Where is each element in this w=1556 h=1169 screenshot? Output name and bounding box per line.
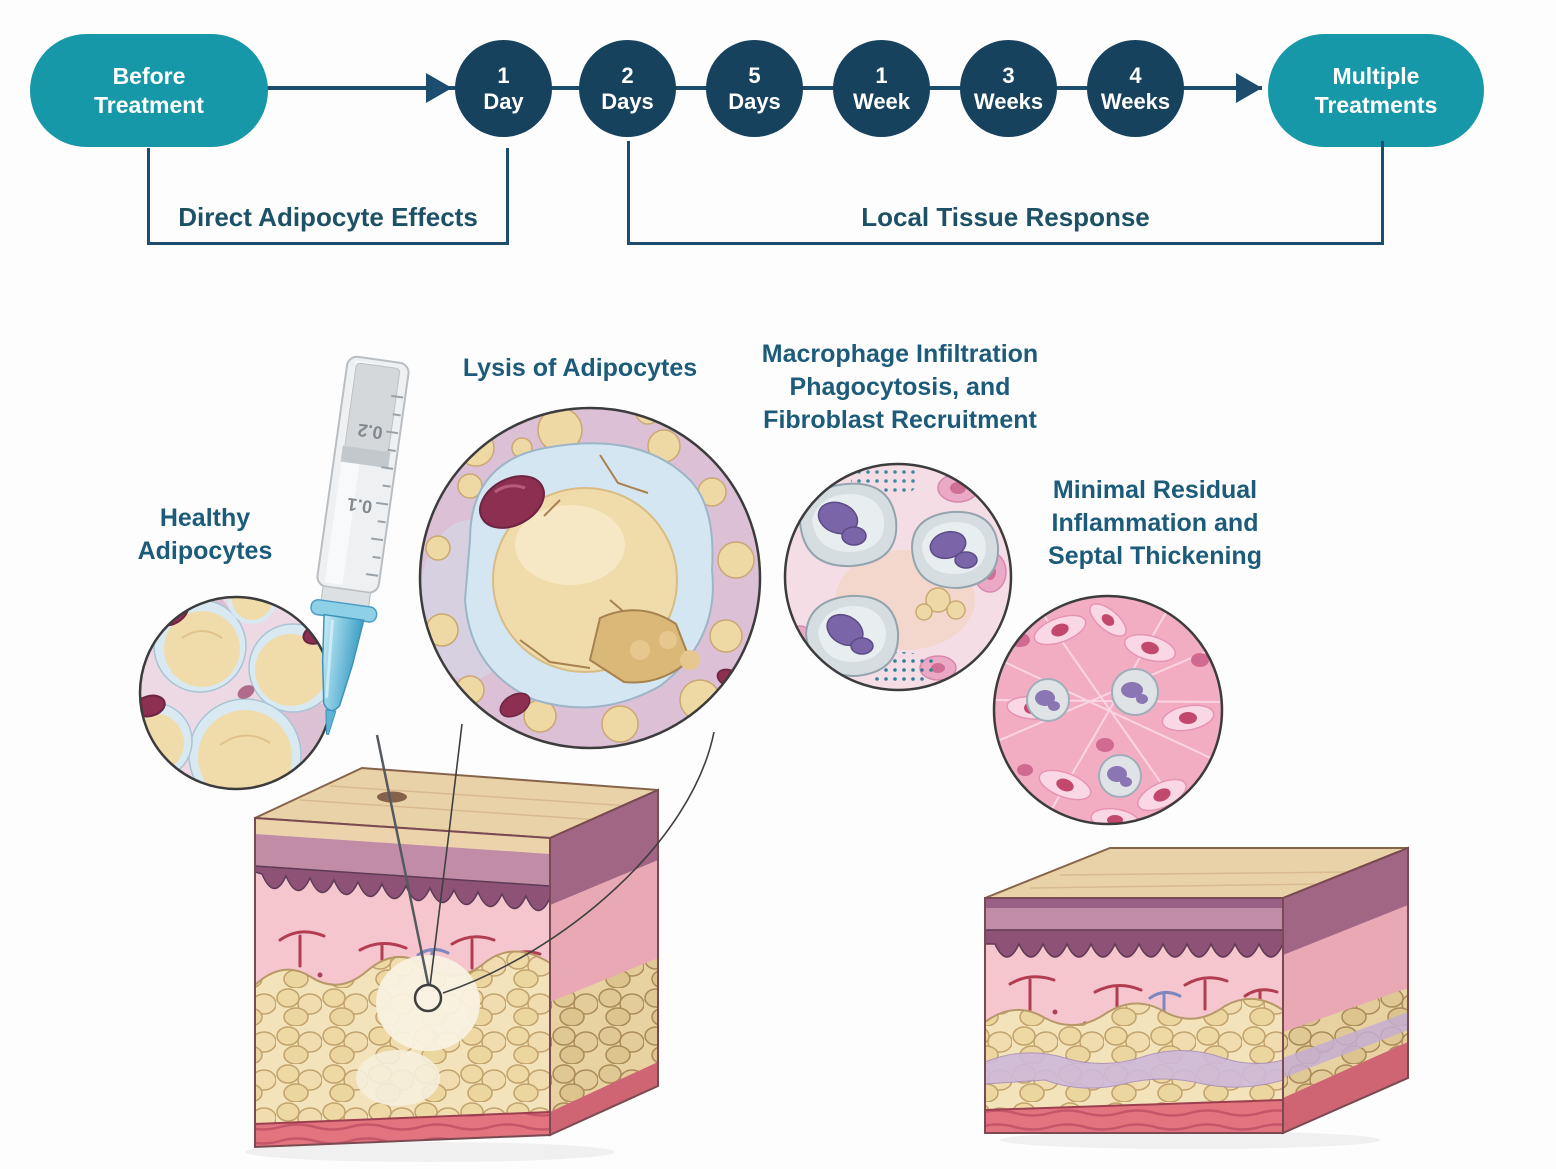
skin-block-right [984, 846, 1409, 1149]
node-value: 2 [621, 62, 634, 88]
timeline-end-pill: Multiple Treatments [1268, 34, 1484, 147]
timeline-node-4weeks: 4 Weeks [1087, 40, 1184, 137]
start-pill-label: Treatment [94, 91, 204, 118]
arrow-right-icon [1236, 73, 1262, 103]
timeline-node-1day: 1 Day [455, 40, 552, 137]
phase-label: Local Tissue Response [861, 202, 1150, 232]
end-pill-label: Treatments [1314, 91, 1438, 118]
syringe-marking: 0.2 [356, 420, 384, 443]
end-pill-label: Multiple [1332, 62, 1420, 89]
arrow-right-icon [426, 73, 452, 103]
syringe-illustration: 0.2 0.1 [310, 355, 410, 735]
timeline-node-5days: 5 Days [706, 40, 803, 137]
timeline-node-3weeks: 3 Weeks [960, 40, 1057, 137]
node-value: 1 [875, 62, 888, 88]
node-unit: Day [483, 88, 524, 114]
label-line: Phagocytosis, and [789, 373, 1011, 401]
timeline-node-1week: 1 Week [833, 40, 930, 137]
label-line: Minimal Residual [1052, 476, 1258, 504]
node-value: 5 [748, 62, 761, 88]
node-unit: Days [601, 88, 654, 114]
label-line: Lysis of Adipocytes [462, 354, 698, 382]
node-value: 3 [1002, 62, 1015, 88]
healthy-adipocytes-illustration [138, 595, 334, 791]
phase-label: Direct Adipocyte Effects [178, 202, 478, 232]
label-minimal-residual-inflammation: Minimal Residual Inflammation and Septal… [990, 474, 1320, 573]
label-line: Fibroblast Recruitment [763, 406, 1037, 434]
label-macrophage-infiltration: Macrophage Infiltration Phagocytosis, an… [700, 338, 1100, 437]
lysis-illustration [418, 406, 762, 750]
needle-entry-divot [377, 791, 407, 803]
thickened-septum [985, 1049, 1283, 1089]
phase-bracket-local-tissue-response: Local Tissue Response [627, 141, 1384, 245]
label-line: Adipocytes [137, 537, 273, 565]
macrophage-illustration [783, 462, 1013, 692]
label-line: Healthy [159, 504, 251, 532]
node-unit: Week [852, 88, 911, 114]
needle [375, 734, 433, 999]
label-healthy-adipocytes: Healthy Adipocytes [80, 502, 330, 568]
callout-lines [429, 723, 715, 994]
residual-illustration [992, 594, 1224, 826]
timeline-start-pill: Before Treatment [30, 34, 268, 147]
syringe-marking: 0.1 [346, 494, 374, 517]
node-value: 4 [1129, 62, 1142, 88]
node-value: 1 [497, 62, 510, 88]
phase-bracket-direct-adipocyte-effects: Direct Adipocyte Effects [147, 148, 509, 245]
label-line: Septal Thickening [1048, 542, 1262, 570]
node-unit: Weeks [973, 88, 1044, 114]
node-unit: Weeks [1100, 88, 1171, 114]
injection-site-marker [413, 983, 443, 1013]
timeline-node-2days: 2 Days [579, 40, 676, 137]
label-line: Inflammation and [1051, 509, 1259, 537]
node-unit: Days [728, 88, 781, 114]
skin-block-left [245, 766, 659, 1162]
start-pill-label: Before [112, 62, 186, 89]
label-lysis-of-adipocytes: Lysis of Adipocytes [415, 352, 745, 385]
label-line: Macrophage Infiltration [761, 340, 1039, 368]
